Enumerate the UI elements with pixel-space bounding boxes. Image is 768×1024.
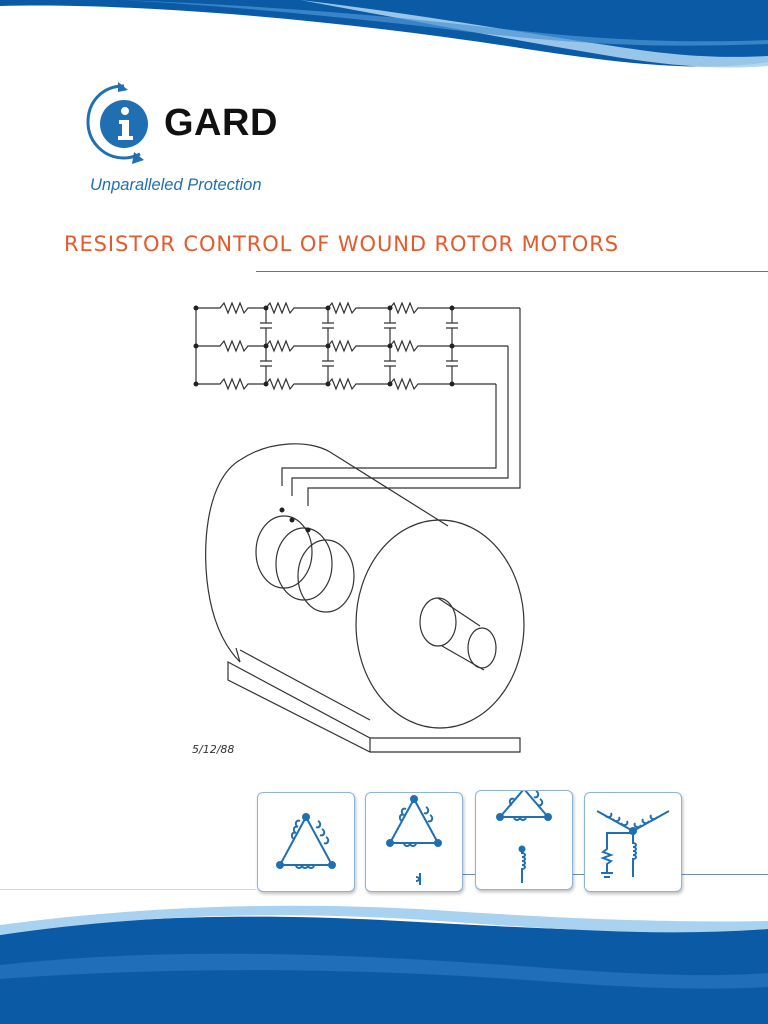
delta-winding-tile <box>257 792 355 892</box>
wye-winding-with-resistor-ground-icon <box>596 810 670 878</box>
wound-rotor-motor-diagram <box>193 301 525 753</box>
delta-winding-with-coil-icon <box>496 787 552 883</box>
footer-divider-right <box>388 874 768 875</box>
delta-winding-ground-tile <box>365 792 463 892</box>
info-shield-icon <box>86 82 148 164</box>
wye-winding-tile <box>584 792 682 892</box>
resistor-bank <box>195 301 520 391</box>
header-wave <box>0 0 768 68</box>
gard-logo: GARD Unparalleled Protection <box>84 80 344 200</box>
delta-winding-coil-tile <box>475 787 573 890</box>
footer-wave <box>0 905 768 1024</box>
footer-divider-left <box>0 889 256 890</box>
delta-winding-with-ground-icon <box>386 795 442 885</box>
page-title: RESISTOR CONTROL OF WOUND ROTOR MOTORS <box>64 232 619 256</box>
delta-winding-icon <box>276 813 336 869</box>
figure-date: 5/12/88 <box>192 743 235 756</box>
brand-tagline: Unparalleled Protection <box>90 176 262 194</box>
title-divider <box>256 271 768 272</box>
brand-name: GARD <box>164 102 278 144</box>
